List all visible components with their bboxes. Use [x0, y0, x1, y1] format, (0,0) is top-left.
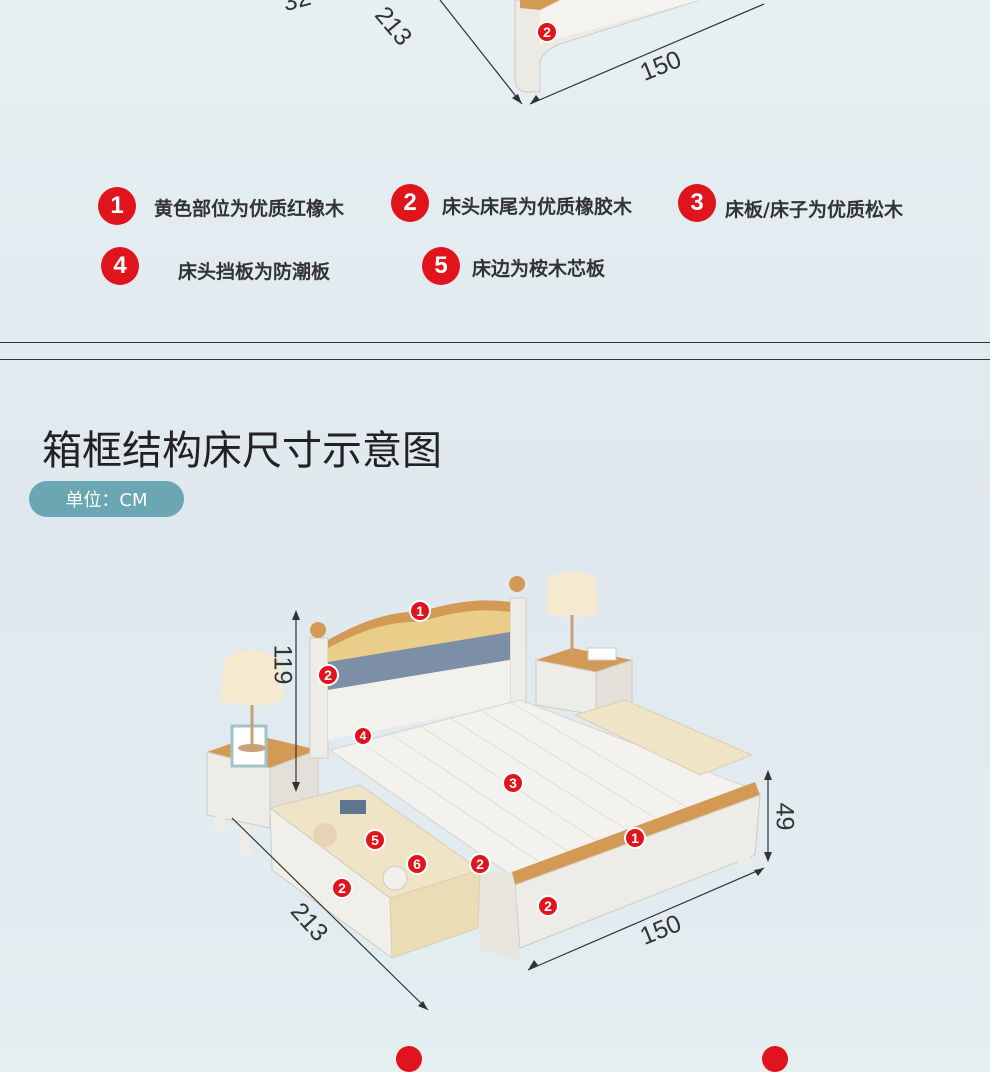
divider-top: [0, 342, 990, 343]
pin-footboard-2: 2: [537, 895, 559, 917]
legend-text-1: 黄色部位为优质红橡木: [154, 198, 345, 220]
dim-height-119: 119: [268, 644, 297, 685]
legend-badge-4: 4: [101, 247, 139, 285]
legend-badge-1: 1: [98, 187, 136, 225]
legend-badge-3: 3: [678, 184, 716, 222]
pin-drawer-5: 5: [364, 829, 386, 851]
bottom-partial-dot-right: [762, 1046, 788, 1072]
top-pin-2: 2: [536, 21, 558, 43]
legend-badge-2: 2: [391, 184, 429, 222]
bottom-partial-dot-left: [396, 1046, 422, 1072]
legend-text-4: 床头挡板为防潮板: [178, 261, 331, 283]
pin-drawer-6: 6: [406, 853, 428, 875]
page-title: 箱框结构床尺寸示意图: [42, 428, 442, 474]
legend-text-2: 床头床尾为优质橡胶木: [442, 196, 633, 218]
pin-slats-3: 3: [502, 772, 524, 794]
pin-drawer-front-2: 2: [331, 877, 353, 899]
legend-text-5: 床边为桉木芯板: [472, 258, 606, 280]
legend-text-3: 床板/床子为优质松木: [725, 199, 903, 221]
pin-panel-4: 4: [353, 726, 373, 746]
box-bed-illustration: [206, 571, 772, 1011]
pin-headboard-2: 2: [317, 664, 339, 686]
top-bed-illustration: [439, 0, 765, 105]
pin-post-2: 2: [469, 853, 491, 875]
pin-headboard-1: 1: [409, 600, 431, 622]
dim-footboard-49: 49: [770, 802, 799, 831]
headboard: [309, 576, 527, 759]
right-nightstand: [535, 571, 633, 716]
pin-footboard-1: 1: [624, 827, 646, 849]
unit-badge: 单位：CM: [29, 481, 184, 517]
legend-badge-5: 5: [422, 247, 460, 285]
divider-bottom: [0, 359, 990, 360]
